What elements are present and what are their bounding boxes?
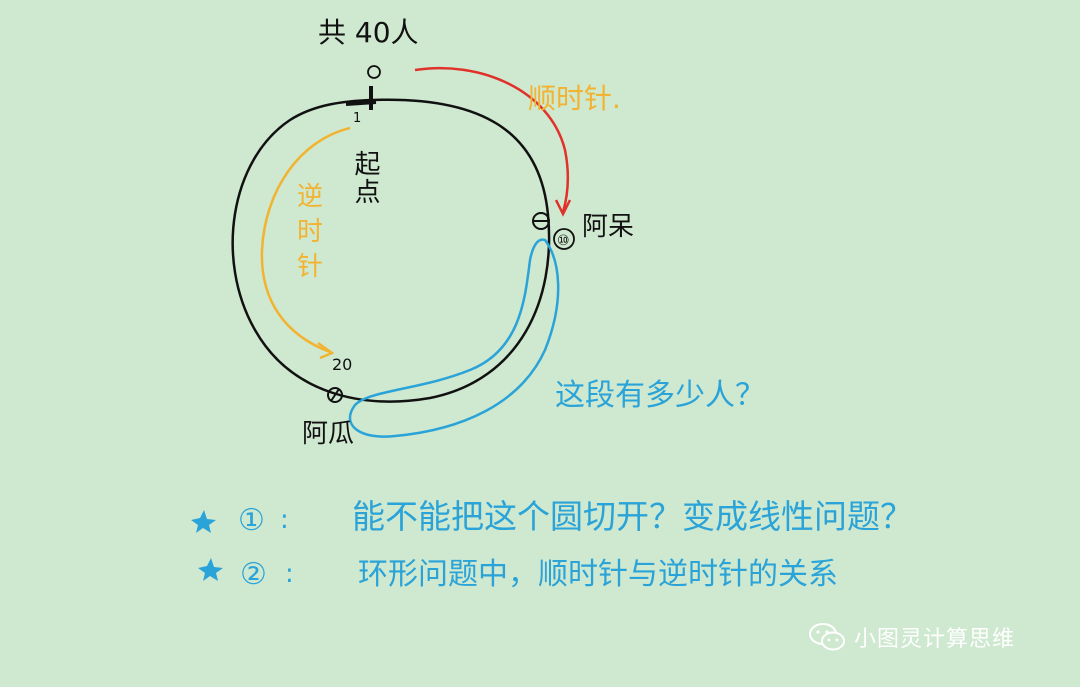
clockwise-label: 顺时针.	[528, 82, 621, 115]
person-1-marker	[367, 65, 381, 79]
note-1: ① : 能不能把这个圆切开？变成线性问题？	[191, 497, 913, 538]
wechat-icon	[809, 623, 845, 651]
note-2-number: ②	[240, 557, 267, 592]
person-10-label: ⑩	[557, 233, 570, 249]
note-2-text: 环形问题中，顺时针与逆时针的关系	[358, 557, 838, 592]
counter-clockwise-arrow	[260, 126, 351, 354]
clockwise-arrowhead	[554, 199, 572, 217]
start-tick-base	[345, 100, 377, 106]
start-label: 起点	[350, 150, 380, 206]
person-20-tick	[330, 388, 340, 402]
note-2-star-icon	[198, 558, 223, 581]
agua-label: 阿瓜	[302, 419, 354, 449]
counter-clockwise-char-1: 逆	[297, 182, 323, 212]
clockwise-arrow	[414, 66, 570, 213]
watermark-text: 小图灵计算思维	[854, 627, 1016, 652]
abao-label: 阿呆	[582, 212, 634, 242]
watermark: 小图灵计算思维	[808, 621, 1015, 653]
counter-clockwise-char-3: 针	[297, 252, 323, 282]
segment-question-label: 这段有多少人？	[555, 378, 765, 413]
note-2-colon: :	[285, 559, 294, 589]
counter-clockwise-label: 逆 时 针	[297, 182, 323, 282]
segment-enclosure	[348, 238, 560, 438]
total-people-label: 共 40人	[318, 16, 419, 49]
person-10-label-circle	[553, 228, 575, 250]
counter-clockwise-char-2: 时	[297, 217, 323, 247]
note-1-colon: :	[280, 505, 289, 535]
counter-clockwise-arrowhead	[317, 341, 335, 360]
note-1-star-icon	[191, 510, 216, 533]
person-20-index-label: 20	[332, 355, 352, 374]
people-circle	[231, 98, 551, 403]
start-index-label: 1	[353, 111, 361, 126]
note-2: ② : 环形问题中，顺时针与逆时针的关系	[198, 557, 838, 592]
note-1-text: 能不能把这个圆切开？变成线性问题？	[352, 497, 913, 536]
note-1-number: ①	[238, 503, 265, 538]
person-20-marker	[327, 387, 343, 403]
